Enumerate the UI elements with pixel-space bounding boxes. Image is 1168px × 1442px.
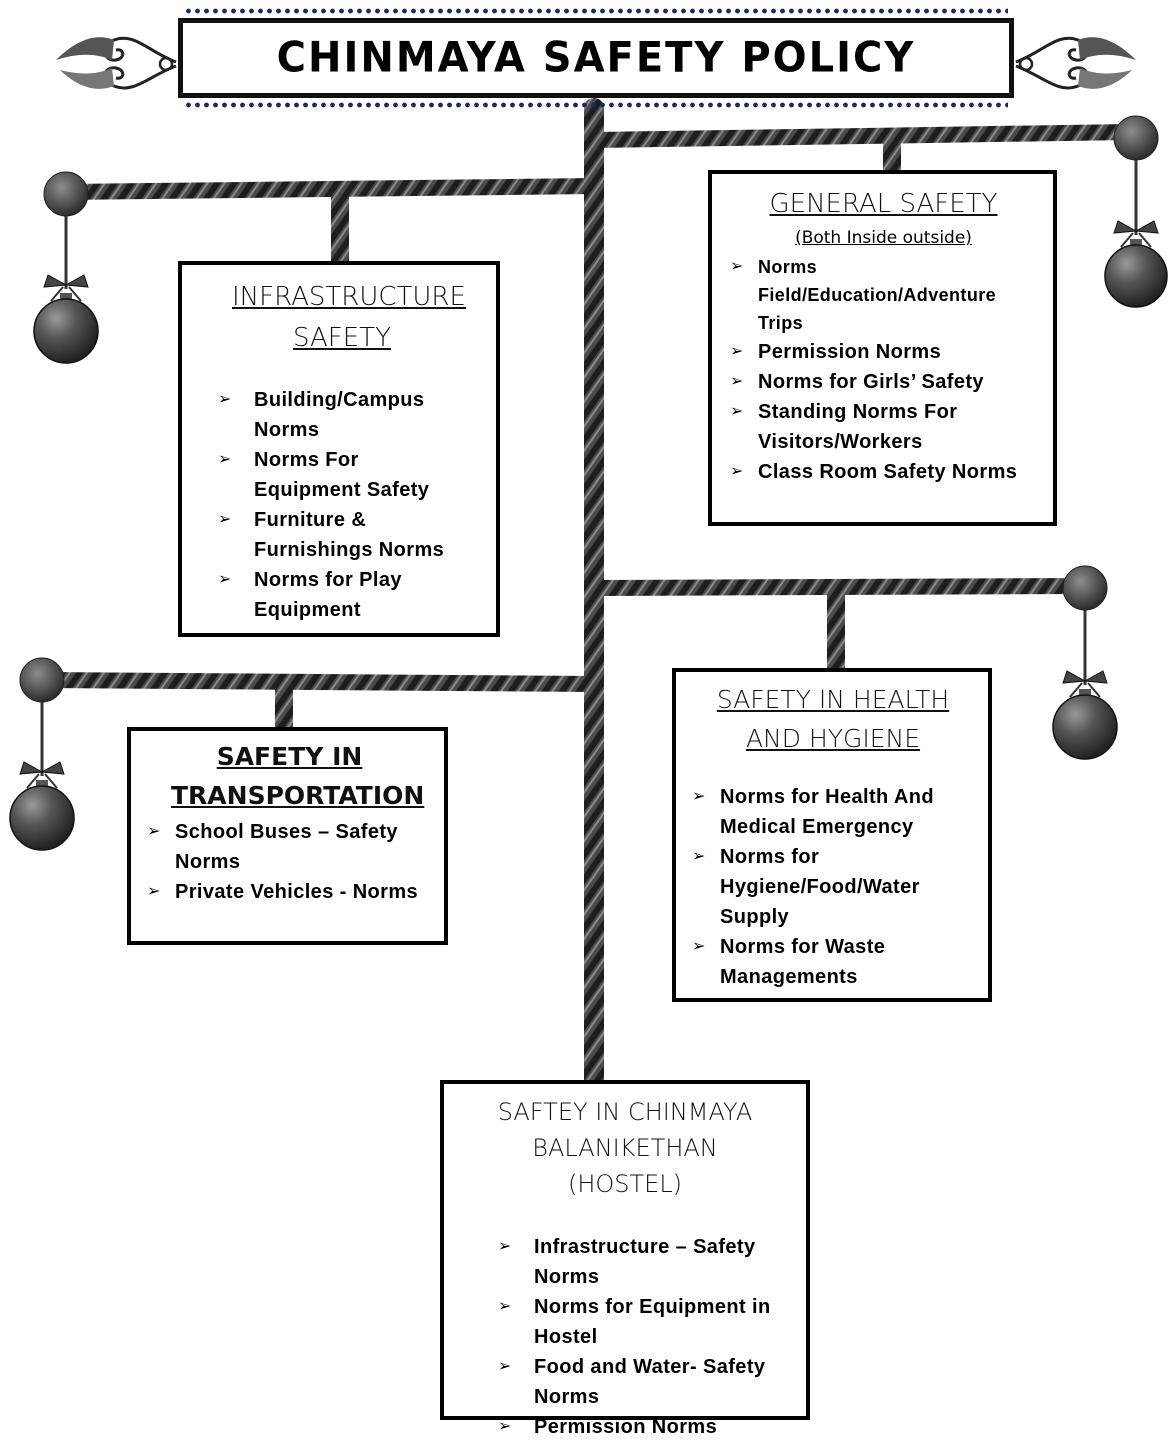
arrow-bullet-icon: ➢ xyxy=(692,848,706,865)
arrow-bullet-icon: ➢ xyxy=(498,1238,512,1255)
general-safety-title: GENERAL SAFETY xyxy=(769,189,998,219)
list-item: ➢School Buses – Safety Norms xyxy=(147,817,432,877)
rope-branch-transportation xyxy=(34,672,602,692)
arrow-bullet-icon: ➢ xyxy=(218,511,232,528)
arrow-bullet-icon: ➢ xyxy=(730,258,744,275)
list-item: ➢Standing Norms For Visitors/Workers xyxy=(730,397,1037,457)
arrow-bullet-icon: ➢ xyxy=(218,571,232,588)
christmas-bauble-ornament xyxy=(33,210,99,364)
list-item: ➢Norms Field/Education/Adventure Trips xyxy=(730,253,1037,337)
arrow-bullet-icon: ➢ xyxy=(730,373,744,390)
infrastructure-safety-list: ➢Building/Campus Norms ➢Norms For Equipm… xyxy=(218,385,466,625)
general-safety-box: GENERAL SAFETY (Both Inside outside) ➢No… xyxy=(708,170,1057,526)
transportation-safety-box: SAFETY IN TRANSPORTATION ➢School Buses –… xyxy=(127,727,448,945)
hostel-safety-title: SAFTEY IN CHINMAYA BALANIKETHAN (HOSTEL) xyxy=(497,1098,753,1198)
list-item: ➢Infrastructure – Safety Norms xyxy=(498,1232,786,1292)
rope-knob-ornament xyxy=(19,657,65,703)
title-banner: CHINMAYA SAFETY POLICY xyxy=(178,8,1014,108)
list-item: ➢Norms for Hygiene/Food/Water Supply xyxy=(692,842,974,932)
right-flourish-ornament xyxy=(1015,36,1136,90)
arrow-bullet-icon: ➢ xyxy=(498,1358,512,1375)
list-item: ➢Class Room Safety Norms xyxy=(730,457,1037,487)
christmas-bauble-ornament xyxy=(1104,150,1168,308)
arrow-bullet-icon: ➢ xyxy=(147,823,161,840)
list-item: ➢Permission Norms xyxy=(730,337,1037,367)
arrow-bullet-icon: ➢ xyxy=(730,463,744,480)
health-hygiene-safety-box: SAFETY IN HEALTH AND HYGIENE ➢Norms for … xyxy=(672,668,992,1002)
dot-border-bottom xyxy=(184,102,1008,108)
christmas-bauble-ornament xyxy=(1052,604,1118,760)
arrow-bullet-icon: ➢ xyxy=(730,403,744,420)
rope-branch-general xyxy=(586,124,1138,148)
infrastructure-safety-box: INFRASTRUCTURE SAFETY ➢Building/Campus N… xyxy=(178,261,500,637)
christmas-bauble-ornament xyxy=(9,696,75,851)
rope-knob-ornament xyxy=(43,171,89,217)
page-title: CHINMAYA SAFETY POLICY xyxy=(276,33,916,83)
arrow-bullet-icon: ➢ xyxy=(730,343,744,360)
rope-branch-infrastructure xyxy=(58,178,602,200)
hostel-safety-list: ➢Infrastructure – Safety Norms ➢Norms fo… xyxy=(464,1232,786,1442)
rope-knob-ornament xyxy=(1113,115,1159,161)
arrow-bullet-icon: ➢ xyxy=(147,883,161,900)
rope-knob-ornament xyxy=(1062,565,1108,611)
general-safety-subtitle: (Both Inside outside) xyxy=(795,228,972,248)
general-safety-list: ➢Norms Field/Education/Adventure Trips ➢… xyxy=(730,253,1037,487)
left-flourish-ornament xyxy=(56,36,177,90)
list-item: ➢Permission Norms xyxy=(498,1412,786,1442)
arrow-bullet-icon: ➢ xyxy=(218,451,232,468)
infrastructure-safety-title: INFRASTRUCTURE SAFETY xyxy=(232,282,466,353)
list-item: ➢Norms For Equipment Safety xyxy=(218,445,466,505)
list-item: ➢Furniture & Furnishings Norms xyxy=(218,505,466,565)
list-item: ➢Building/Campus Norms xyxy=(218,385,466,445)
health-hygiene-safety-list: ➢Norms for Health And Medical Emergency … xyxy=(692,782,974,992)
arrow-bullet-icon: ➢ xyxy=(498,1418,512,1435)
arrow-bullet-icon: ➢ xyxy=(498,1298,512,1315)
list-item: ➢Food and Water- Safety Norms xyxy=(498,1352,786,1412)
title-frame: CHINMAYA SAFETY POLICY xyxy=(178,18,1014,98)
rope-tree xyxy=(9,98,1168,1092)
list-item: ➢Norms for Equipment in Hostel xyxy=(498,1292,786,1352)
arrow-bullet-icon: ➢ xyxy=(218,391,232,408)
arrow-bullet-icon: ➢ xyxy=(692,788,706,805)
transportation-safety-list: ➢School Buses – Safety Norms ➢Private Ve… xyxy=(147,817,432,907)
list-item: ➢Norms for Waste Managements xyxy=(692,932,974,992)
transportation-safety-title: SAFETY IN TRANSPORTATION xyxy=(171,742,425,810)
dot-border-top xyxy=(184,8,1008,14)
list-item: ➢Norms for Play Equipment xyxy=(218,565,466,625)
health-hygiene-safety-title: SAFETY IN HEALTH AND HYGIENE xyxy=(716,685,950,753)
arrow-bullet-icon: ➢ xyxy=(692,938,706,955)
list-item: ➢Norms for Girls’ Safety xyxy=(730,367,1037,397)
hostel-safety-box: SAFTEY IN CHINMAYA BALANIKETHAN (HOSTEL)… xyxy=(440,1080,810,1438)
list-item: ➢Private Vehicles - Norms xyxy=(147,877,432,907)
list-item: ➢Norms for Health And Medical Emergency xyxy=(692,782,974,842)
